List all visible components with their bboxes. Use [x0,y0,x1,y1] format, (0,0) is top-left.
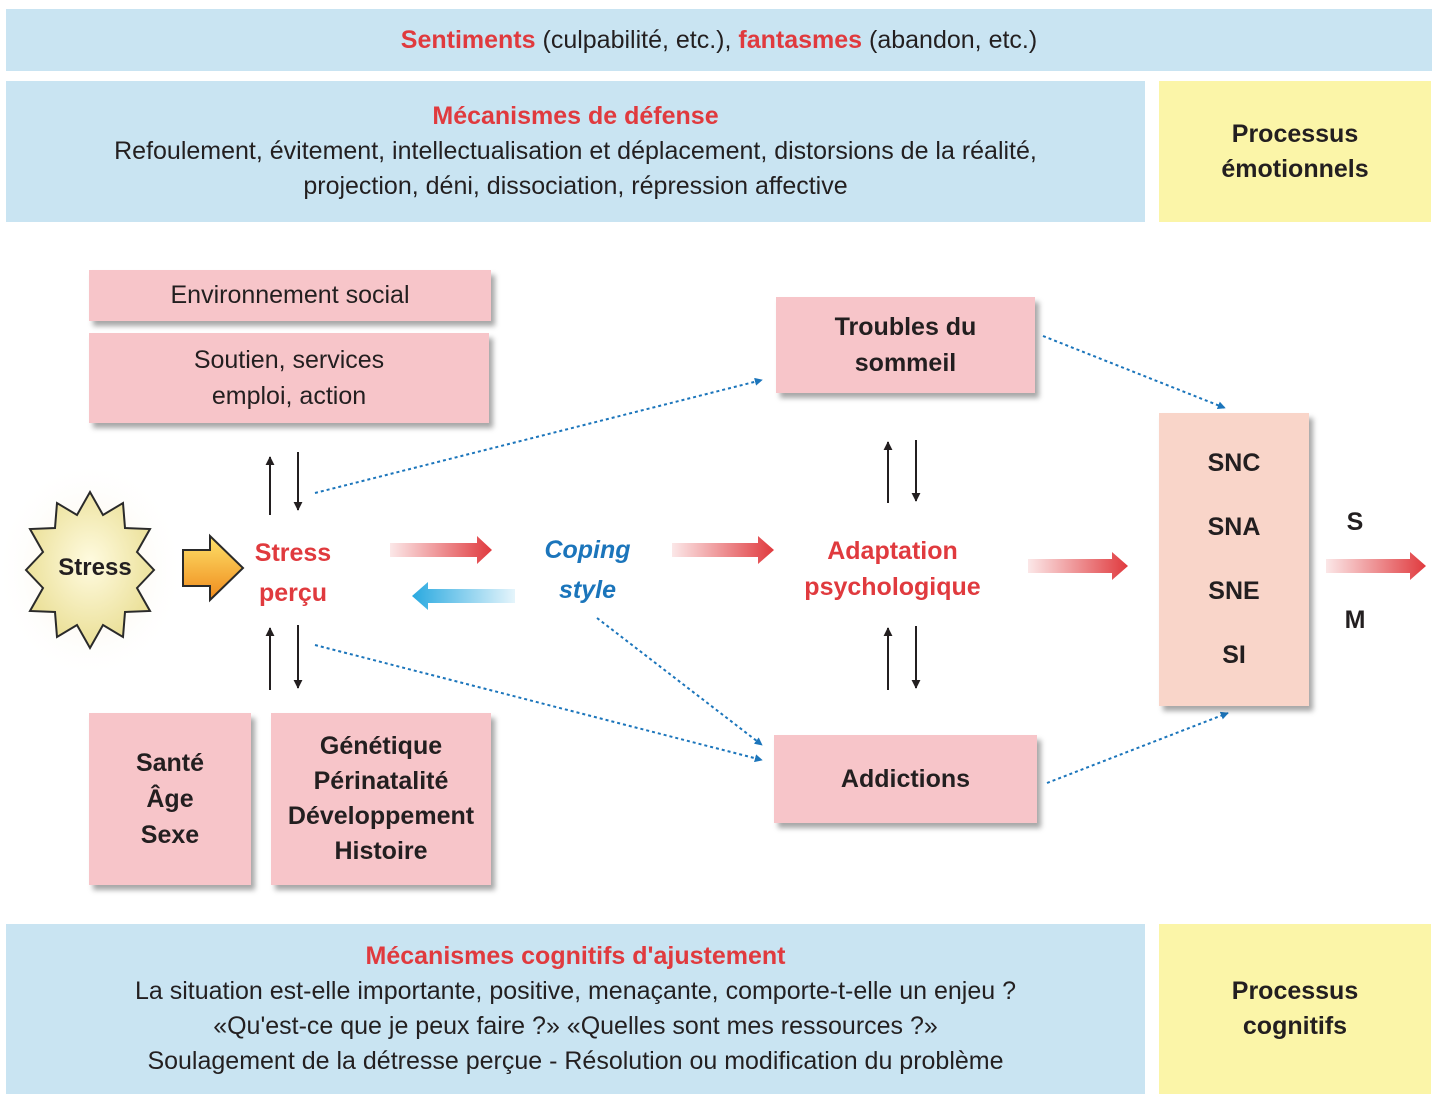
outcome-s-label: S [1346,508,1364,536]
perceived-to-sleep-connector [314,377,763,494]
coping-style-line-1: Coping [544,536,631,564]
sleep-to-systems-connector [1042,335,1226,410]
support-line-2: emploi, action [211,382,367,410]
adaptation-to-systems-arrow [1028,552,1128,580]
stress-burst-label: Stress [58,554,132,581]
social-environment-label: Environnement social [170,281,410,309]
emotional-process-panel: Processus émotionnels [1159,81,1431,222]
psychological-adaptation-label: Adaptation psychologique [780,533,1005,605]
feelings-keyword: Sentiments [400,25,536,54]
coping-style-label: Coping style [525,530,650,610]
perceived-stress-line-2: perçu [258,579,328,607]
perceived-stress-label: Stress perçu [238,533,348,613]
perinatal-line: Périnatalité [313,767,449,795]
genetics-history-box: Génétique Périnatalité Développement His… [271,713,491,885]
defense-mechanisms-title: Mécanismes de défense [432,102,719,130]
coping-to-adaptation-arrow [672,536,774,564]
feelings-detail: (culpabilité, etc.), [535,25,739,54]
cognitive-process-panel: Processus cognitifs [1159,924,1431,1094]
systems-to-outcome-arrow [1326,552,1426,580]
sleep-disorders-line-1: Troubles du [834,313,977,341]
coping-to-addictions-connector [596,617,763,746]
coping-style-line-2: style [559,576,616,604]
feelings-banner: Sentiments (culpabilité, etc.), fantasme… [6,9,1432,71]
system-sne: SNE [1208,577,1260,606]
cognitive-mechanisms-line-3: Soulagement de la détresse perçue - Réso… [147,1047,1004,1075]
cognitive-mechanisms-line-1: La situation est-elle importante, positi… [134,977,1017,1005]
addictions-box: Addictions [774,735,1037,823]
system-snc: SNC [1207,448,1261,477]
stress-burst-icon [24,489,156,651]
sex-line: Sexe [140,821,200,849]
addictions-label: Addictions [840,764,971,793]
cognitive-mechanisms-title: Mécanismes cognitifs d'ajustement [365,942,786,970]
emotional-process-line-2: émotionnels [1221,154,1369,183]
defense-mechanisms-line-1: Refoulement, évitement, intellectualisat… [114,137,1037,165]
support-box: Soutien, services emploi, action [89,333,489,423]
cognitive-mechanisms-panel: Mécanismes cognitifs d'ajustement La sit… [6,924,1145,1094]
health-age-sex-box: Santé Âge Sexe [89,713,251,885]
defense-mechanisms-line-2: projection, déni, dissociation, répressi… [303,172,848,200]
cognitive-mechanisms-line-2: «Qu'est-ce que je peux faire ?» «Quelles… [213,1012,938,1040]
coping-to-perceived-arrow [412,582,515,610]
fantasies-keyword: fantasmes [738,25,863,54]
outcome-m-label: M [1344,606,1366,634]
social-environment-box: Environnement social [89,270,491,321]
system-sna: SNA [1207,512,1261,541]
sleep-disorders-box: Troubles du sommeil [776,297,1035,393]
genetics-line: Génétique [319,732,443,760]
system-si: SI [1222,641,1246,670]
cognitive-process-line-2: cognitifs [1242,1012,1348,1040]
history-line: Histoire [334,837,428,865]
perceived-stress-line-1: Stress [254,539,332,567]
psychological-adaptation-line-1: Adaptation [827,537,958,565]
emotional-process-line-1: Processus [1231,119,1359,148]
cognitive-process-line-1: Processus [1231,977,1359,1005]
perceived-to-coping-arrow [390,536,492,564]
age-line: Âge [146,785,194,813]
support-line-1: Soutien, services [193,346,385,374]
addictions-to-systems-connector [1046,711,1229,784]
psychological-adaptation-line-2: psychologique [804,573,981,601]
stress-to-perceived-arrow [182,533,245,603]
development-line: Développement [287,802,475,830]
body-systems-box: SNC SNA SNE SI [1159,413,1309,706]
defense-mechanisms-panel: Mécanismes de défense Refoulement, évite… [6,81,1145,222]
perceived-to-addictions-connector [314,644,763,763]
health-line: Santé [135,749,205,777]
fantasies-detail: (abandon, etc.) [862,25,1038,54]
sleep-disorders-line-2: sommeil [854,349,957,377]
